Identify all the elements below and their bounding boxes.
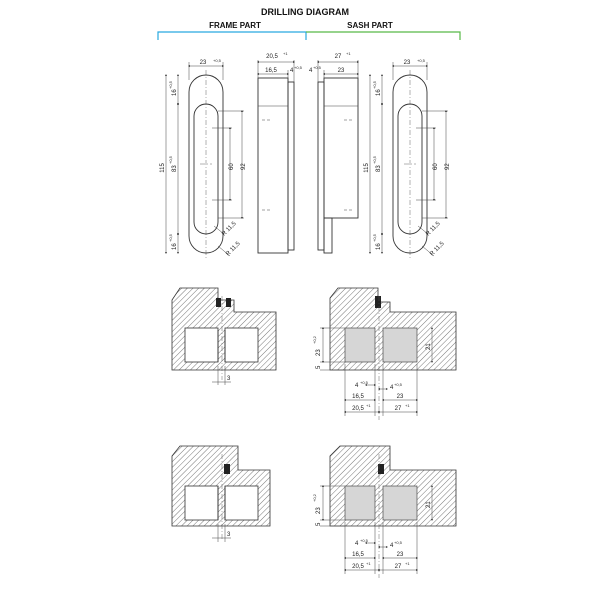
frame-width-label: 23 [200,60,207,66]
sash-radius-outer-label: R 11,5 [429,241,446,258]
sash-side-flange [317,81,325,251]
sash-variant-dim-20-5-label: 20,5 [352,564,364,570]
sash-variant-dim-4a-label: 4 [355,541,359,547]
sash-dim-27-tolerance: +1 [405,403,410,408]
sash-section: 23 +0,2 5 21 4 +0,5 4 +0,5 16,5 23 20,5 … [312,287,457,420]
sash-variant-dim-4b-tolerance: +0,5 [394,540,403,545]
frame-width-tolerance: +0,5 [213,58,222,63]
sash-mid-83-tolerance: +0,5 [372,155,377,164]
sash-inner-92-label: 92 [445,163,451,170]
sash-variant-dim-27-tolerance: +1 [405,561,410,566]
sash-variant-depth-23-tolerance: +0,2 [312,493,317,502]
sash-dim-4a-tolerance: +0,5 [360,380,369,385]
sash-part-label: SASH PART [347,21,393,30]
sash-depth-23-label: 23 [316,349,322,356]
frame-radius-outer-label: R 11,5 [225,241,242,258]
sash-bottom-16-tolerance: +0,5 [372,233,377,242]
sash-dim-4a-label: 4 [355,383,359,389]
sash-variant-dim-4a-tolerance: +0,5 [360,538,369,543]
frame-bottom-16-tolerance: +0,5 [168,233,173,242]
frame-side-total-label: 20,5 [266,54,278,60]
frame-side-flange [287,81,295,251]
frame-gap-label: 3 [227,376,231,382]
sash-variant-dim-4b-label: 4 [390,543,394,549]
sash-variant-right-21-label: 21 [426,501,432,508]
frame-radius-inner-label: R 11,5 [221,221,238,238]
sash-side-flange-label: 4 [309,68,313,74]
sash-side-part-label: 23 [338,68,345,74]
frame-side-total-tolerance: +1 [283,51,288,56]
sash-variant-depth-23-label: 23 [316,507,322,514]
sash-width-label: 23 [404,60,411,66]
frame-variant-pocket-right [224,485,259,521]
frame-variant-gap-label: 3 [227,532,231,538]
sash-radius-inner-label: R 11,5 [425,221,442,238]
frame-top-16-label: 16 [172,89,178,96]
sash-part-bracket [306,31,461,40]
frame-section-closed: 3 [171,287,277,385]
sash-dim-20-5-label: 20,5 [352,406,364,412]
sash-variant-dim-16-5-label: 16,5 [352,552,364,558]
frame-variant-pocket-left [184,485,219,521]
sash-variant-body-left [344,485,376,521]
sash-dim-4b-tolerance: +0,5 [394,382,403,387]
sash-dim-16-5-label: 16,5 [352,394,364,400]
sash-offset-5-label: 5 [316,365,322,369]
sash-variant-offset-5-label: 5 [316,522,322,526]
sash-height-label: 115 [364,163,370,173]
sash-dim-20-5-tolerance: +1 [366,403,371,408]
frame-pocket-left [184,327,219,363]
sash-side-tail [323,217,333,254]
frame-inner-60-label: 60 [229,163,235,170]
sash-depth-23-tolerance: +0,2 [312,335,317,344]
frame-part-bracket [157,31,307,40]
sash-variant-body-right [382,485,418,521]
frame-height-label: 115 [160,163,166,173]
sash-variant-dim-27-label: 27 [395,564,402,570]
sash-top-view: 23 +0,5 115 16 +0,5 83 +0,5 16 +0,5 60 9… [364,58,451,258]
frame-bottom-16-label: 16 [172,243,178,250]
frame-side-body [257,77,289,254]
frame-side-part-label: 16,5 [265,68,277,74]
sash-hinge-body-left [344,327,376,363]
frame-top-16-tolerance: +0,5 [168,80,173,89]
sash-mid-83-label: 83 [376,165,382,172]
diagram-title: DRILLING DIAGRAM [261,7,349,17]
sash-side-total-label: 27 [335,54,342,60]
sash-width-tolerance: +0,5 [417,58,426,63]
sash-side-flange-tolerance: +0,5 [313,65,322,70]
sash-right-21-label: 21 [426,343,432,350]
sash-section-variant: 23 +0,2 5 21 4 +0,5 4 +0,5 16,5 23 20,5 … [312,445,457,578]
sash-inner-60-label: 60 [433,163,439,170]
sash-variant-dim-20-5-tolerance: +1 [366,561,371,566]
sash-top-16-tolerance: +0,5 [372,80,377,89]
sash-dim-4b-label: 4 [390,385,394,391]
sash-dim-27-label: 27 [395,406,402,412]
frame-top-view: 23 +0,5 115 16 +0,5 83 +0,5 16 +0,5 60 9… [160,58,247,258]
sash-bottom-16-label: 16 [376,243,382,250]
frame-pocket-right [224,327,259,363]
frame-side-flange-label: 4 [290,68,294,74]
sash-dim-23-label: 23 [397,394,404,400]
frame-side-view: 20,5 +1 16,5 4 +0,5 [257,51,303,254]
frame-side-flange-tolerance: +0,5 [294,65,303,70]
sash-side-view: 27 +1 4 +0,5 23 [309,51,359,254]
frame-mid-83-tolerance: +0,5 [168,155,173,164]
sash-side-total-tolerance: +1 [346,51,351,56]
sash-variant-dim-23-label: 23 [397,552,404,558]
frame-inner-92-label: 92 [241,163,247,170]
sash-side-body [323,77,359,219]
frame-part-label: FRAME PART [209,21,261,30]
sash-top-16-label: 16 [376,89,382,96]
frame-mid-83-label: 83 [172,165,178,172]
sash-hinge-body-right [382,327,418,363]
frame-section-variant: 3 [171,445,271,542]
